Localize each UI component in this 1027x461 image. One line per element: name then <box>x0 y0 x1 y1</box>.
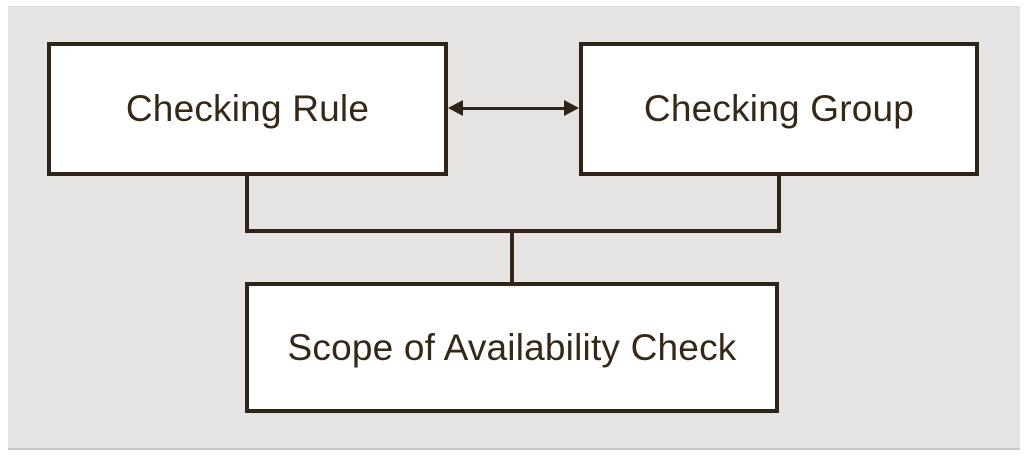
node-scope-label: Scope of Availability Check <box>287 326 737 368</box>
connector-scope-vertical <box>510 233 514 282</box>
arrowhead-right-icon <box>564 100 579 116</box>
node-scope-of-availability-check: Scope of Availability Check <box>245 282 779 413</box>
arrow-shaft <box>463 106 564 110</box>
node-checking-rule: Checking Rule <box>47 42 448 176</box>
connector-group-vertical <box>777 176 781 233</box>
bidirectional-arrow <box>448 100 579 116</box>
arrowhead-left-icon <box>448 100 463 116</box>
node-checking-group: Checking Group <box>579 42 979 176</box>
node-checking-group-label: Checking Group <box>643 88 915 129</box>
connector-horizontal-bar <box>245 229 781 233</box>
node-checking-rule-label: Checking Rule <box>125 88 370 129</box>
connector-rule-vertical <box>245 176 249 233</box>
